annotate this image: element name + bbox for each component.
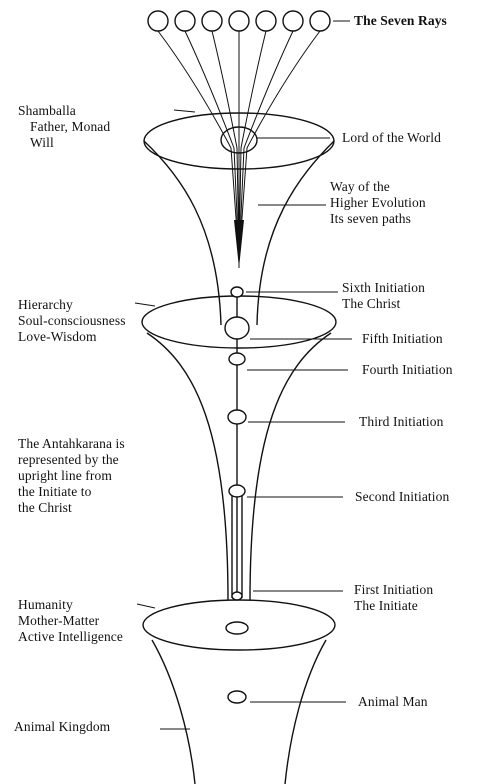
label-second-initiation: Second Initiation [355,489,450,504]
label-shamballa: Shamballa Father, Monad Will [18,103,110,151]
label-way-of-higher: Way of the Higher Evolution Its seven pa… [330,179,426,227]
label-lord-of-world: Lord of the World [342,130,441,145]
hierarchy-funnel-left [146,332,229,601]
label-shamballa-line2: Father, Monad [30,119,111,134]
label-antahkarana-line3: upright line from [18,468,112,483]
label-hierarchy-line3: Love-Wisdom [18,329,97,344]
label-shamballa-line3: Will [30,135,54,150]
ray-circle-4 [228,10,250,32]
second-initiation-circle [228,484,246,498]
hierarchy-funnel-right [249,332,332,601]
label-humanity-line2: Mother-Matter [18,613,100,628]
animal-man-circle [227,690,247,704]
label-sixth-line1: Sixth Initiation [342,280,425,295]
label-sixth-line2: The Christ [342,296,401,311]
first-initiation-circle [231,591,243,601]
humanity-funnel-left [151,639,196,784]
lord-of-world-circle [220,126,258,154]
label-humanity-line3: Active Intelligence [18,629,123,644]
shamballa-funnel-right [256,140,335,326]
humanity-funnel-right [284,639,327,784]
fourth-initiation-circle [228,352,246,366]
ray-circle-7 [309,10,331,32]
label-fifth-initiation: Fifth Initiation [362,331,443,346]
label-first-line1: First Initiation [354,582,434,597]
ray-circle-1 [147,10,169,32]
humanity-circle [225,621,249,635]
sixth-initiation-circle [230,286,244,298]
label-hierarchy-line2: Soul-consciousness [18,313,126,328]
shamballa-funnel-left [143,140,222,326]
label-way-line1: Way of the [330,179,390,194]
fifth-initiation-circle [224,316,250,340]
ray-circle-6 [282,10,304,32]
label-humanity: Humanity Mother-Matter Active Intelligen… [18,597,123,645]
label-way-line2: Higher Evolution [330,195,426,210]
label-antahkarana-line2: represented by the [18,452,119,467]
label-hierarchy-line1: Hierarchy [18,297,73,312]
rays-converging-point [234,220,244,268]
label-animal-man: Animal Man [358,694,428,709]
label-antahkarana-line1: The Antahkarana is [18,436,125,451]
label-animal-kingdom: Animal Kingdom [14,719,111,734]
label-seven-rays: The Seven Rays [354,13,447,28]
label-first-initiation: First Initiation The Initiate [354,582,433,614]
label-shamballa-line1: Shamballa [18,103,76,118]
label-antahkarana: The Antahkarana is represented by the up… [18,436,125,516]
label-first-line2: The Initiate [354,598,418,613]
ray-circle-5 [255,10,277,32]
label-sixth-initiation: Sixth Initiation The Christ [342,280,425,312]
label-fourth-initiation: Fourth Initiation [362,362,453,377]
label-antahkarana-line4: the Initiate to [18,484,92,499]
label-way-line3: Its seven paths [330,211,411,226]
ray-circle-3 [201,10,223,32]
label-third-initiation: Third Initiation [359,414,444,429]
label-hierarchy: Hierarchy Soul-consciousness Love-Wisdom [18,297,126,345]
leader-lines [134,20,352,730]
label-antahkarana-line5: the Christ [18,500,72,515]
third-initiation-circle [227,409,247,425]
ray-circle-2 [174,10,196,32]
label-humanity-line1: Humanity [18,597,73,612]
